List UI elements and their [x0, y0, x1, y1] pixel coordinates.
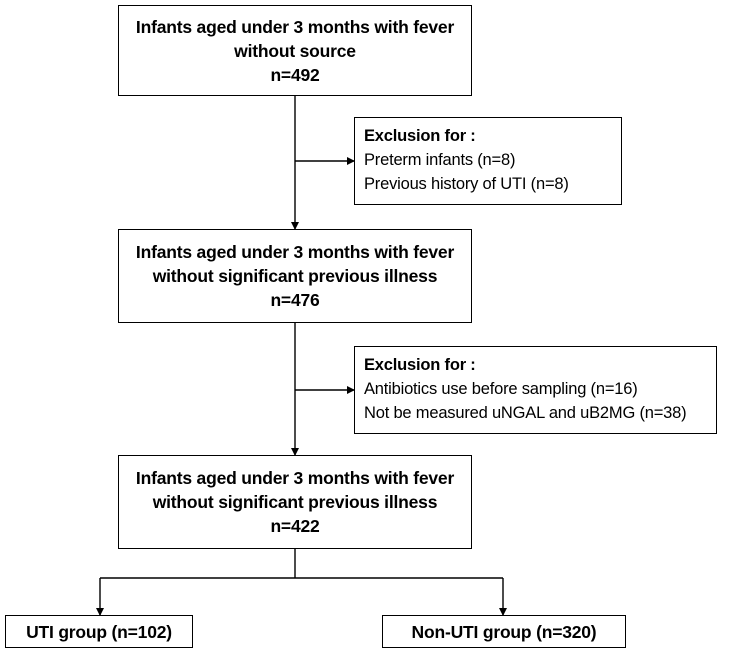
box3-line1: Infants aged under 3 months with fever: [135, 468, 455, 488]
box3-line2: without significant previous illness: [152, 492, 438, 512]
exclusion1-item1: Preterm infants (n=8): [364, 151, 516, 169]
box3-count: n=422: [270, 516, 320, 536]
box1-line2: without source: [234, 40, 356, 61]
uti-group-label: UTI group (n=102): [26, 621, 172, 642]
box1-line1: Infants aged under 3 months with fever: [135, 16, 455, 37]
box1-count: n=492: [270, 64, 320, 85]
box-initial-cohort: Infants aged under 3 months with fever w…: [118, 5, 472, 96]
exclusion2-item2: Not be measured uNGAL and uB2MG (n=38): [364, 404, 687, 422]
exclusion1-title: Exclusion for :: [364, 127, 476, 145]
box-final-cohort: Infants aged under 3 months with fever w…: [118, 455, 472, 549]
non-uti-group-label: Non-UTI group (n=320): [411, 621, 597, 642]
box2-count: n=476: [270, 290, 320, 310]
exclusion1-item2: Previous history of UTI (n=8): [364, 175, 569, 193]
exclusion2-item1: Antibiotics use before sampling (n=16): [364, 380, 638, 398]
exclusion-box-2: Exclusion for : Antibiotics use before s…: [354, 346, 717, 434]
non-uti-group-box: Non-UTI group (n=320): [382, 615, 626, 648]
exclusion2-title: Exclusion for :: [364, 356, 476, 374]
uti-group-box: UTI group (n=102): [5, 615, 193, 648]
exclusion-box-1: Exclusion for : Preterm infants (n=8) Pr…: [354, 117, 622, 205]
box-after-exclusion-1: Infants aged under 3 months with fever w…: [118, 229, 472, 323]
box2-line1: Infants aged under 3 months with fever: [135, 242, 455, 262]
box2-line2: without significant previous illness: [152, 266, 438, 286]
